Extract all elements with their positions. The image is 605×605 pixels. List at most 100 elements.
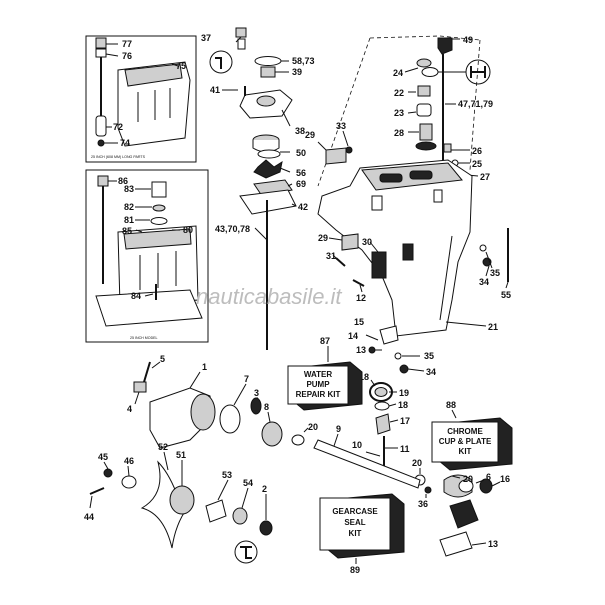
part-label-47: 47,71,79 (458, 99, 493, 109)
part-label-85: 85 (122, 226, 132, 236)
gearcase-window (433, 189, 443, 203)
leader-line (342, 130, 349, 147)
inset-base-plate (95, 289, 203, 327)
part-69-plate (253, 179, 293, 197)
leader-line (404, 67, 419, 73)
part-29-lower-shape (341, 233, 359, 251)
part-33-shape (345, 146, 353, 154)
leader-line (281, 109, 291, 127)
leader-line (328, 237, 343, 241)
part-label-10: 10 (352, 440, 362, 450)
part-label-14: 14 (348, 331, 358, 341)
part-31-shape (335, 257, 346, 267)
leader-line (407, 111, 417, 114)
part-label-42: 42 (298, 202, 308, 212)
kit-water-line-2: PUMP (306, 380, 330, 389)
part-label-9: 9 (336, 424, 341, 434)
part-label-38: 38 (295, 126, 305, 136)
part-label-11: 11 (400, 444, 410, 454)
part-2-seal (259, 520, 273, 536)
leader-line (505, 281, 509, 289)
part-label-18-lower: 18 (398, 400, 408, 410)
leader-line (485, 265, 490, 277)
leader-line (127, 465, 130, 477)
leader-line (134, 391, 140, 405)
inset-caption-bottom: 25 INCH MODEL (130, 336, 158, 340)
leader-line (279, 167, 291, 173)
part-label-28: 28 (394, 128, 404, 138)
part-label-13-lower: 13 (488, 539, 498, 549)
part-label-20-right: 20 (412, 458, 422, 468)
leader-line (233, 383, 247, 406)
leader-line (475, 479, 485, 484)
gearcase-window (371, 195, 383, 211)
part-label-76: 76 (122, 51, 132, 61)
seal-tool-icon (234, 540, 258, 564)
part-label-13: 13 (356, 345, 366, 355)
part-label-35-lower: 35 (424, 351, 434, 361)
part-30b-shape (402, 243, 414, 261)
part-label-84: 84 (131, 291, 141, 301)
leader-line (359, 284, 363, 293)
part-76-shape (95, 48, 107, 58)
part-7-oring (219, 404, 241, 434)
part-53-shape (205, 499, 227, 523)
part-label-87: 87 (320, 336, 330, 346)
part-label-16: 16 (500, 474, 510, 484)
part-label-54: 54 (243, 478, 253, 488)
part-50-shape (257, 149, 281, 159)
kit-chrome-line-1: CHROME (447, 427, 483, 436)
part-17-shape (375, 413, 391, 435)
leader-line (369, 241, 379, 253)
gearcase-port (379, 173, 403, 183)
pump-column: 37 58,73 39 41 38 50 56 69 42 43,70,78 (201, 27, 315, 350)
kit-gearcase-line-1: GEARCASE (332, 507, 378, 516)
part-label-72: 72 (113, 122, 123, 132)
leader-line (365, 334, 379, 341)
part-41-tool-icon (209, 50, 233, 74)
part-label-69: 69 (296, 179, 306, 189)
chrome-cup-plate-kit: 88 CHROME CUP & PLATE KIT (431, 400, 513, 471)
leader-line (407, 368, 425, 372)
pump-bore-shape (256, 95, 276, 107)
part-label-34-upper: 34 (479, 277, 489, 287)
part-label-30: 30 (362, 237, 372, 247)
part-4-shape (133, 381, 147, 393)
part-19-seal (374, 387, 388, 397)
leader-line (189, 371, 201, 389)
leader-line (471, 542, 487, 546)
watermark-text: nauticabasile.it (196, 284, 342, 309)
part-24-shape (416, 58, 432, 68)
leader-line (135, 229, 143, 233)
part-label-18-upper: 18 (359, 372, 369, 382)
shift-parts: 49 24 22 47,71,79 23 28 26 25 27 (393, 35, 493, 182)
leader-line (389, 419, 399, 423)
inset-25-inch-model: 86 83 82 81 85 80 84 25 INCH MODEL (85, 169, 209, 343)
part-34-lower-shape (399, 364, 409, 374)
gearcase-housing: 29 33 29 30 31 12 35 34 55 21 15 14 13 3… (305, 35, 511, 377)
part-56-impeller (253, 159, 283, 179)
leader-line (144, 293, 154, 297)
part-label-26: 26 (472, 146, 482, 156)
part-label-4: 4 (127, 404, 132, 414)
leader-line (451, 475, 461, 479)
part-37b-shape (237, 38, 246, 50)
part-label-86: 86 (118, 176, 128, 186)
part-28b-shape (415, 141, 437, 151)
part-35-lower-shape (394, 352, 402, 360)
part-13-shape (439, 531, 473, 557)
part-9-propshaft (313, 439, 421, 489)
leader-line (451, 409, 457, 419)
kit-box-face (287, 365, 349, 405)
part-23-shape (416, 103, 432, 117)
part-45-shape (103, 468, 113, 478)
gearcase-seal-kit: GEARCASE SEAL KIT 89 (319, 493, 405, 575)
leader-line (105, 53, 119, 57)
part-44-pin (89, 487, 105, 495)
housing-bore (190, 393, 216, 431)
part-label-27: 27 (480, 172, 490, 182)
part-label-75: 75 (176, 61, 186, 71)
kit-chrome-line-2: CUP & PLATE (439, 437, 492, 446)
leader-line (332, 254, 337, 259)
leader-line (103, 461, 109, 470)
